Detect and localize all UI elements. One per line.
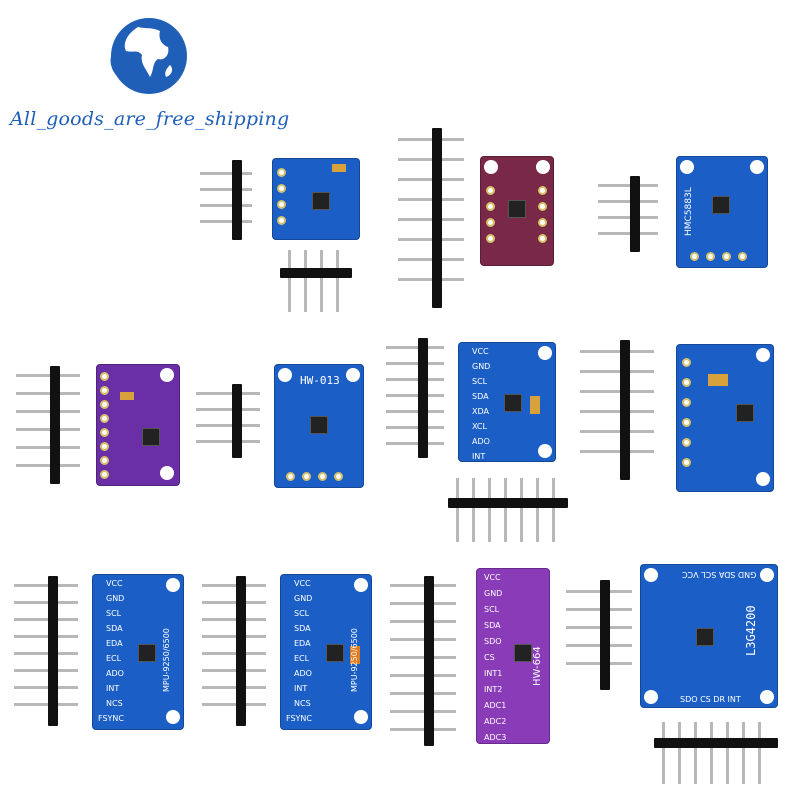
pin-label: SCL bbox=[294, 609, 310, 618]
pin-label: SDA bbox=[484, 621, 501, 630]
pin-label: SCL bbox=[106, 609, 122, 618]
pin-label: INT1 bbox=[484, 669, 503, 678]
pin-label: XCL bbox=[472, 422, 487, 431]
board-label-hw013: HW-013 bbox=[300, 374, 340, 387]
pin-label: GND bbox=[484, 589, 503, 598]
pin-label: EDA bbox=[294, 639, 311, 648]
pin-label: ADC3 bbox=[484, 733, 507, 742]
pin-label: XDA bbox=[472, 407, 489, 416]
pin-label: ADO bbox=[472, 437, 490, 446]
watermark-text: All_goods_are_free_shipping bbox=[10, 108, 290, 130]
pin-label: GND bbox=[294, 594, 313, 603]
board-bottom-pins: SDO CS DR INT bbox=[680, 695, 741, 704]
pin-label: ECL bbox=[294, 654, 310, 663]
pin-label: GND bbox=[472, 362, 491, 371]
sensor-board-purple bbox=[96, 364, 180, 486]
pin-label: INT2 bbox=[484, 685, 503, 694]
board-top-pins: GND SDA SCL VCC bbox=[682, 570, 757, 579]
pin-label: SCL bbox=[472, 377, 488, 386]
globe-logo-icon bbox=[108, 15, 190, 97]
pin-label: NCS bbox=[294, 699, 311, 708]
pin-label: SDA bbox=[106, 624, 123, 633]
pin-label: ADC2 bbox=[484, 717, 507, 726]
sensor-board-hmc5883: HMC5883L bbox=[676, 156, 768, 268]
sensor-board-maroon bbox=[480, 156, 554, 266]
pin-label: SDA bbox=[294, 624, 311, 633]
sensor-board-large-blue bbox=[676, 344, 774, 492]
sensor-board-hw013: HW-013 bbox=[274, 364, 364, 488]
pin-label: GND bbox=[106, 594, 125, 603]
pin-label: SCL bbox=[484, 605, 500, 614]
pin-label: ADC1 bbox=[484, 701, 507, 710]
pin-label: NCS bbox=[106, 699, 123, 708]
pin-label: SDO bbox=[484, 637, 502, 646]
pin-label: ADO bbox=[106, 669, 124, 678]
board-label-mpu9250-a: MPU-9250/6500 bbox=[162, 628, 171, 692]
pin-label: VCC bbox=[106, 579, 123, 588]
sensor-board-mpu9250-a: VCC GND SCL SDA EDA ECL ADO INT NCS FSYN… bbox=[92, 574, 184, 730]
pin-label: EDA bbox=[106, 639, 123, 648]
pin-label: ADO bbox=[294, 669, 312, 678]
pin-label: INT bbox=[106, 684, 120, 693]
board-label-mpu9250-b: MPU-9250/6500 bbox=[350, 628, 359, 692]
pin-label: VCC bbox=[472, 347, 489, 356]
pin-label: VCC bbox=[484, 573, 501, 582]
pin-label: CS bbox=[484, 653, 495, 662]
sensor-board-l3g4200: GND SDA SCL VCC SDO CS DR INT L3G4200 bbox=[640, 564, 778, 708]
sensor-board-hw664: VCC GND SCL SDA SDO CS INT1 INT2 ADC1 AD… bbox=[476, 568, 550, 744]
pin-label: SDA bbox=[472, 392, 489, 401]
pin-label: INT bbox=[294, 684, 308, 693]
board-label-hmc5883: HMC5883L bbox=[684, 187, 694, 236]
sensor-board-mpu6050: VCC GND SCL SDA XDA XCL ADO INT bbox=[458, 342, 556, 462]
board-label-hw664: HW-664 bbox=[532, 646, 543, 686]
sensor-board-small-blue bbox=[272, 158, 360, 240]
sensor-board-mpu9250-b: VCC GND SCL SDA EDA ECL ADO INT NCS FSYN… bbox=[280, 574, 372, 730]
pin-label: FSYNC bbox=[286, 714, 312, 723]
pin-label: INT bbox=[472, 452, 486, 461]
board-label-l3g4200: L3G4200 bbox=[744, 605, 758, 656]
pin-label: FSYNC bbox=[98, 714, 124, 723]
pin-label: VCC bbox=[294, 579, 311, 588]
pin-label: ECL bbox=[106, 654, 122, 663]
